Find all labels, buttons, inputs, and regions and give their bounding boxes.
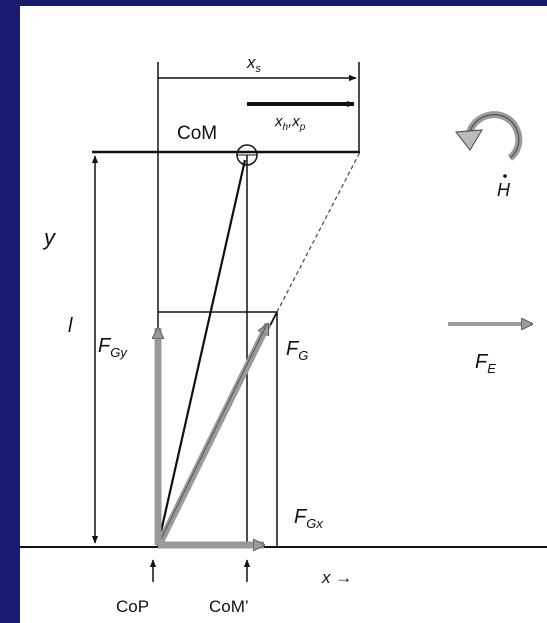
xs-label: x <box>246 53 256 72</box>
fe-sub: E <box>487 361 496 376</box>
xh-comma: , <box>288 113 292 130</box>
fe-label: F <box>475 351 489 373</box>
svg-text:FE: FE <box>475 351 496 376</box>
fgy-label: F <box>98 335 112 357</box>
xh-sub: h <box>283 122 289 133</box>
curved-arrow-icon <box>455 111 523 161</box>
svg-text:xs: xs <box>246 53 262 75</box>
diagram-panel: xs xh,xp CoM y l FGy FG FGx FE H x → CoP… <box>20 6 547 623</box>
com-cop-diagram: xs xh,xp CoM y l FGy FG FGx FE H x → CoP… <box>20 53 547 616</box>
fg-label: F <box>286 338 300 360</box>
fgy-sub: Gy <box>110 345 128 360</box>
leg-line <box>156 159 247 546</box>
fgx-sub: Gx <box>306 516 323 531</box>
dashed-extension <box>276 151 361 313</box>
xp-label: x <box>291 113 300 130</box>
h-label: H <box>497 180 511 200</box>
xp-sub: p <box>299 122 306 133</box>
com-prime-label: CoM’ <box>209 597 249 616</box>
x-axis-label: x → <box>321 568 352 587</box>
svg-text:FG: FG <box>286 338 308 363</box>
l-label: l <box>68 315 73 337</box>
com-label: CoM <box>177 123 217 144</box>
svg-text:xh,xp: xh,xp <box>274 113 306 133</box>
h-dot <box>503 174 507 178</box>
xs-sub: s <box>256 63 262 75</box>
fg-force-arrow-outline <box>157 325 267 546</box>
y-label: y <box>42 225 57 250</box>
fg-sub: G <box>298 348 308 363</box>
svg-text:FGy: FGy <box>98 335 128 360</box>
cop-label: CoP <box>116 597 149 616</box>
xh-label: x <box>274 113 283 130</box>
svg-text:FGx: FGx <box>294 506 323 531</box>
fg-force-arrow <box>156 324 272 545</box>
fgx-label: F <box>294 506 308 528</box>
